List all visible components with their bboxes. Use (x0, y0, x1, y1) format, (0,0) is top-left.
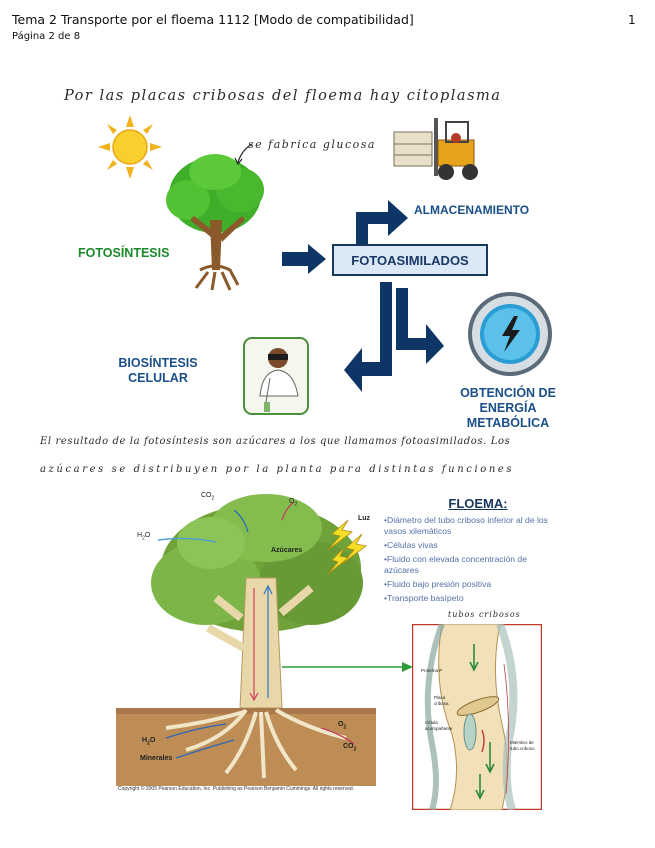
label-o2-top-text: O (289, 498, 295, 505)
label-placa-cribosa: Placa cribosa (434, 695, 449, 706)
label-miembro-tubo: Miembro de tubo criboso (510, 740, 535, 751)
tree-transport-figure (116, 494, 376, 786)
label-azucares: Azúcares (271, 547, 303, 554)
label-minerales: Minerales (140, 755, 173, 762)
label-h2o-top: H2O (137, 532, 150, 541)
floema-item: •Diámetro del tubo criboso inferior al d… (384, 515, 548, 536)
handwritten-tubos-cribosos: tubos cribosos (448, 610, 521, 619)
handwritten-glucosa: se fabrica glucosa (248, 138, 376, 151)
document-title: Tema 2 Transporte por el floema 1112 [Mo… (12, 12, 414, 27)
handwritten-note-azucares: azúcares se distribuyen por la planta pa… (40, 464, 515, 475)
label-h2o-top-text: H (137, 532, 143, 539)
label-co2-top: CO2 (201, 492, 214, 501)
label-o2-top-sub: 2 (294, 501, 298, 508)
label-proteina-p: Proteína P (421, 668, 443, 673)
label-o2-bottom-text: O (338, 721, 344, 728)
handwritten-note-placas: Por las placas cribosas del floema hay c… (64, 88, 502, 104)
label-luz: Luz (358, 515, 371, 522)
page-number: 1 (628, 13, 636, 27)
label-o2-bottom: O2 (338, 721, 346, 730)
page-indicator: Página 2 de 8 (12, 31, 81, 42)
floema-item: •Fluido con elevada concentración de azú… (384, 554, 527, 575)
floema-title: FLOEMA: (448, 496, 508, 511)
label-celula-acompanante: Célula acompañante (425, 720, 453, 731)
label-h2o-bottom-o: O (149, 737, 156, 744)
label-biosintesis: BIOSÍNTESIS CELULAR (104, 356, 212, 386)
floema-list: •Diámetro del tubo criboso inferior al d… (384, 515, 554, 604)
scientist-icon (243, 337, 309, 415)
label-energia-line1: OBTENCIÓN DE (460, 386, 556, 400)
handwritten-note-resultado: El resultado de la fotosíntesis son azúc… (40, 436, 511, 447)
label-energia-line3: METABÓLICA (466, 416, 550, 430)
label-co2-top-sub: 2 (211, 495, 215, 502)
arrow-right (282, 244, 326, 274)
tree-icon (166, 154, 264, 291)
forklift-icon (393, 118, 478, 180)
label-biosintesis-line1: BIOSÍNTESIS (118, 356, 198, 370)
label-h2o-bottom-sub: 2 (147, 740, 150, 747)
label-almacenamiento: ALMACENAMIENTO (414, 203, 530, 217)
label-co2-bottom-text: CO (343, 743, 354, 750)
label-co2-top-text: CO (201, 492, 212, 499)
floema-panel: FLOEMA: •Diámetro del tubo criboso infer… (384, 496, 554, 607)
floema-item: •Fluido bajo presión positiva (384, 579, 492, 589)
label-h2o-top-o: O (144, 532, 151, 539)
floema-item: •Transporte basípeto (384, 593, 464, 603)
label-o2-top: O2 (289, 498, 297, 507)
arrow-almacenamiento (356, 200, 408, 244)
arrow-biosintesis (344, 282, 392, 392)
copyright-notice: Copyright © 2005 Pearson Education, Inc.… (118, 786, 355, 792)
sun-icon (98, 115, 162, 179)
label-energia-line2: ENERGÍA (479, 401, 537, 415)
connector-arrow (282, 662, 413, 672)
floema-item: •Células vivas (384, 540, 438, 550)
energy-bolt-icon (468, 292, 552, 376)
label-h2o-bottom: H2O (142, 737, 155, 746)
fotoasimilados-box: FOTOASIMILADOS (332, 244, 488, 276)
label-co2-bottom: CO2 (343, 743, 356, 752)
label-co2-bottom-sub: 2 (353, 746, 357, 753)
phloem-tube-figure (412, 624, 542, 810)
label-energia: OBTENCIÓN DE ENERGÍA METABÓLICA (448, 386, 568, 431)
label-h2o-bottom-text: H (142, 737, 148, 744)
label-o2-bottom-sub: 2 (343, 724, 347, 731)
arrow-energia (396, 288, 444, 364)
label-biosintesis-line2: CELULAR (128, 371, 188, 385)
glucose-arrow (234, 143, 253, 166)
label-fotosintesis: FOTOSÍNTESIS (78, 246, 170, 260)
label-h2o-top-sub: 2 (142, 535, 145, 542)
